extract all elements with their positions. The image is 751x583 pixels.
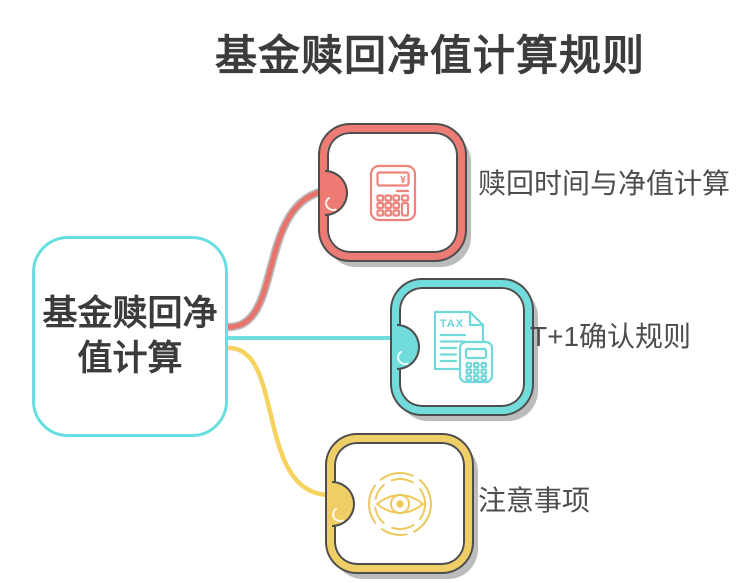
connector-red [226, 187, 332, 330]
root-node-label: 基金赎回净值计算 [42, 293, 218, 378]
connector-bulb-cyan [397, 324, 420, 370]
connector-bulb-red [325, 169, 348, 216]
connector-yellow [226, 345, 333, 498]
branch-node-t1-rule: TAX [392, 280, 532, 414]
tax-icon-label: TAX [440, 318, 464, 330]
branch-node-redemption-time: ¥ [320, 125, 465, 260]
branch-label-redemption-time: 赎回时间与净值计算 [478, 168, 731, 199]
connector-bulb-yellow [332, 480, 355, 527]
root-node: 基金赎回净值计算 [32, 236, 228, 437]
calculator-currency-symbol: ¥ [400, 175, 406, 186]
branch-label-t1-rule: T+1确认规则 [530, 321, 692, 352]
tax-document-icon: TAX [433, 310, 494, 384]
eye-icon [367, 471, 432, 536]
branch-label-notes: 注意事项 [478, 485, 591, 516]
page-title: 基金赎回净值计算规则 [215, 32, 646, 79]
branch-node-notes [327, 435, 472, 572]
connector-red-shadow [224, 185, 334, 332]
calculator-icon: ¥ [369, 164, 416, 221]
